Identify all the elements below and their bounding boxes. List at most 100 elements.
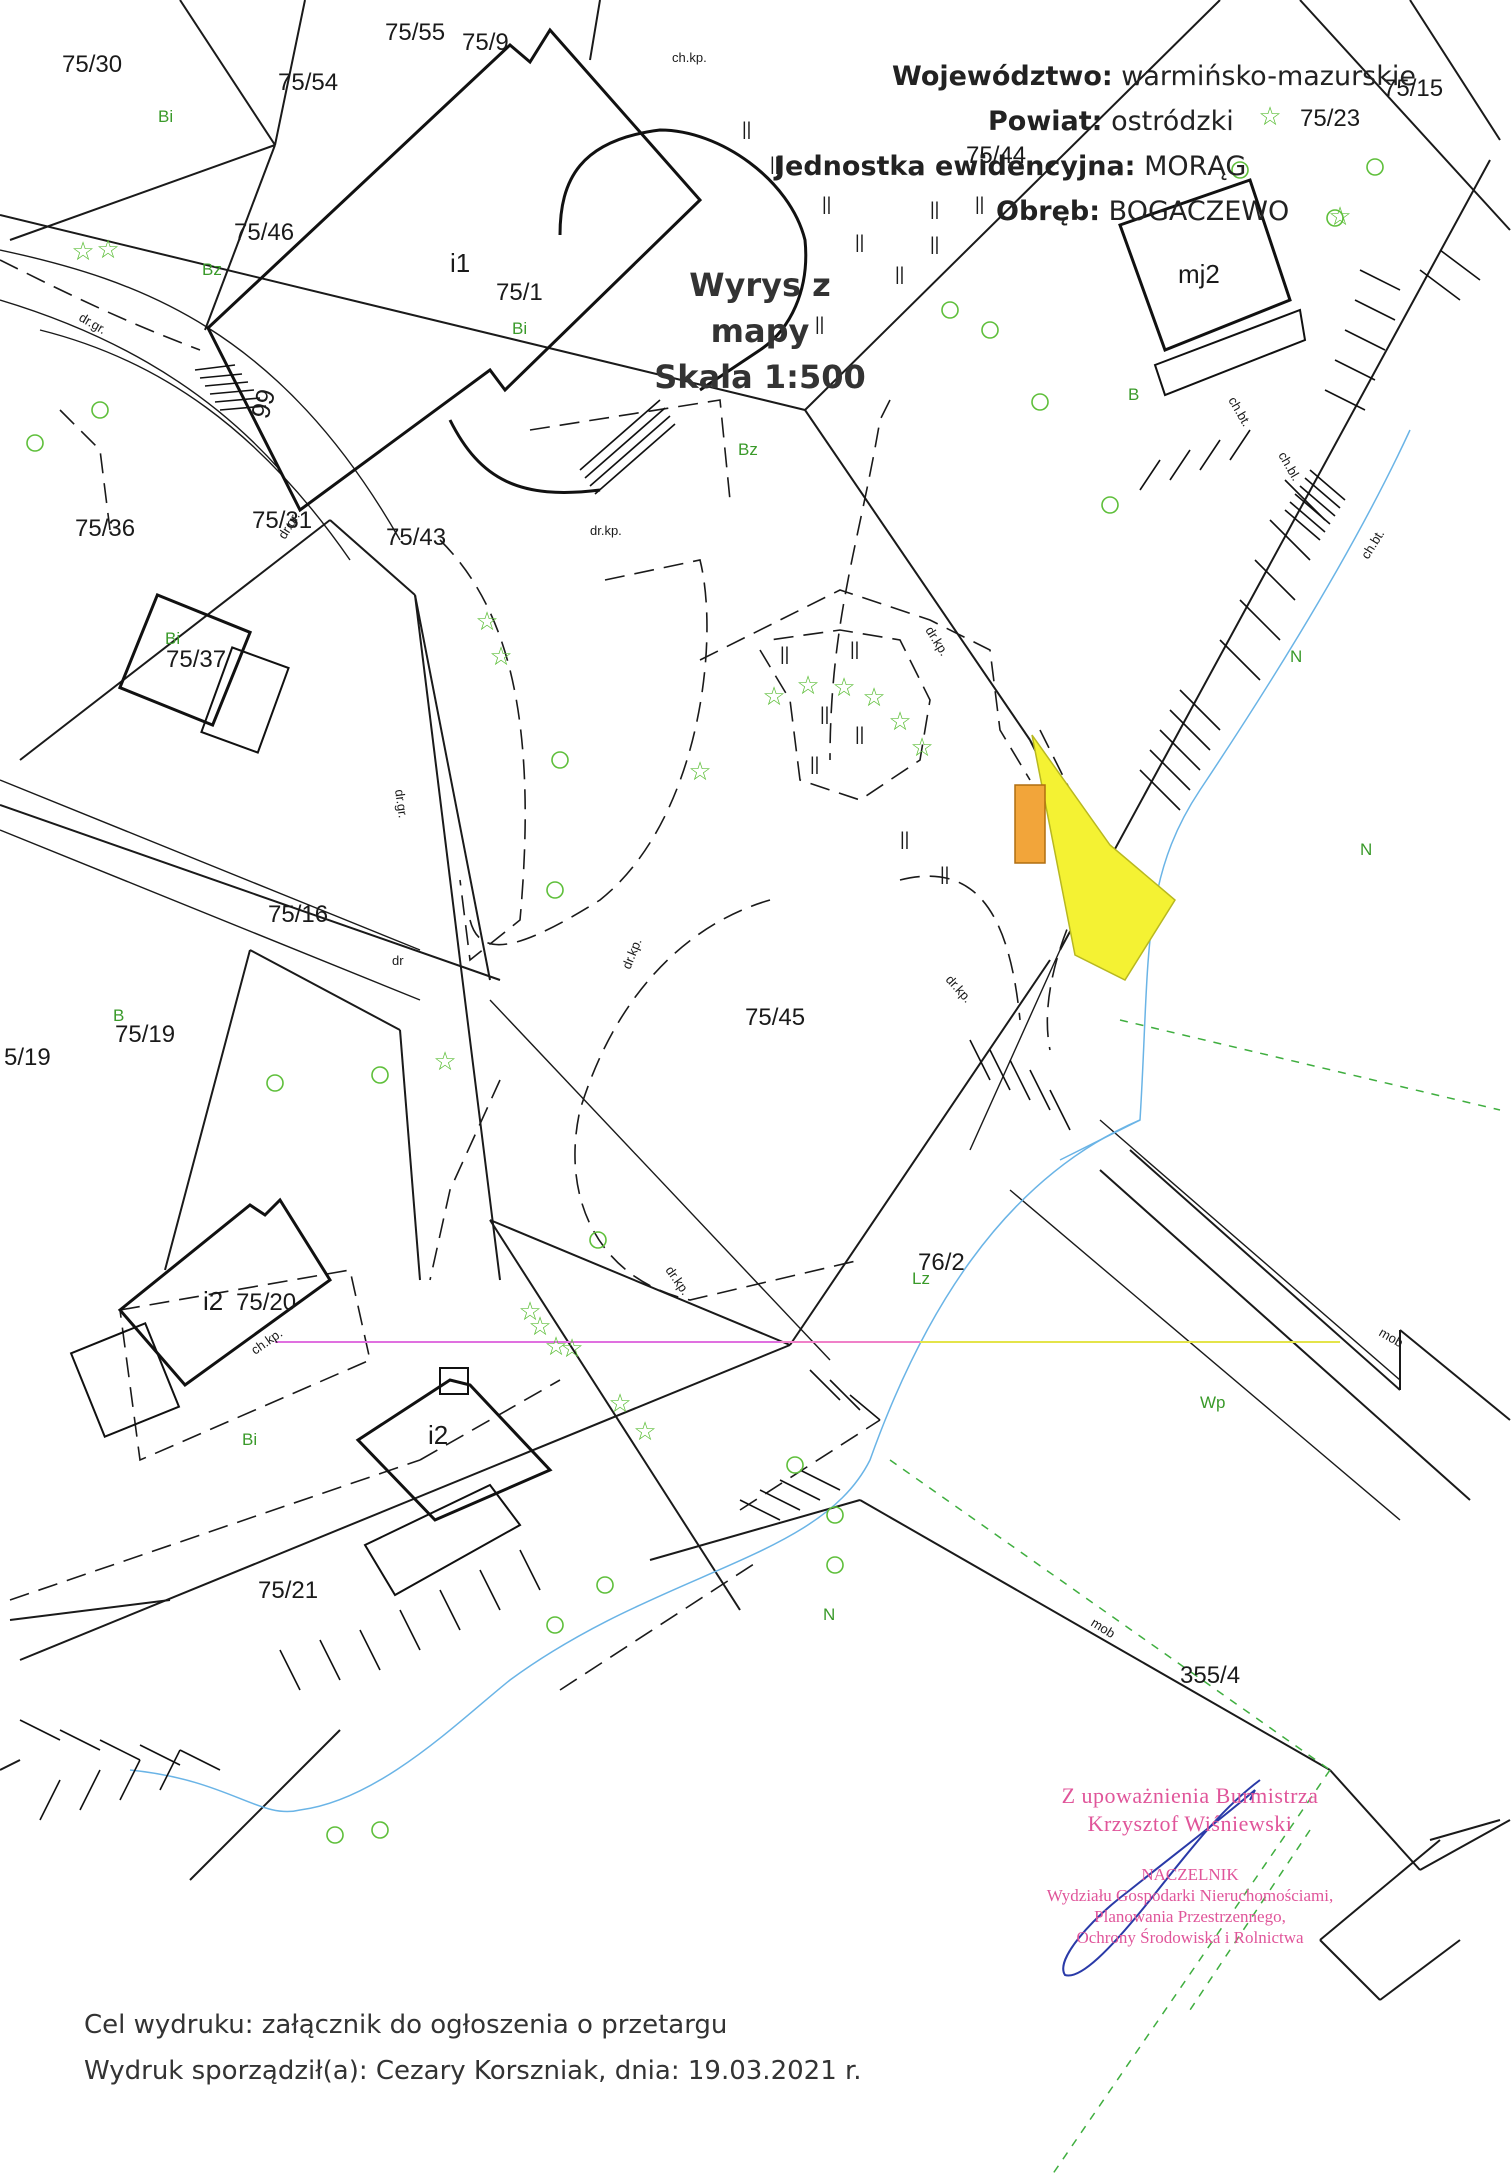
parcel-label: 355/4 bbox=[1180, 1662, 1240, 1689]
precinct-label: Obręb: bbox=[996, 196, 1101, 227]
svg-text:☆: ☆ bbox=[544, 1331, 567, 1361]
parcel-label: 75/36 bbox=[75, 515, 135, 542]
svg-text:||: || bbox=[855, 232, 864, 252]
title-line-1: Wyrys z mapy bbox=[689, 266, 831, 350]
land-use-label: N bbox=[1360, 840, 1372, 859]
land-use-label: Bz bbox=[738, 440, 758, 459]
parcel-label: 75/55 bbox=[385, 19, 445, 46]
parcel-label: 75/30 bbox=[62, 51, 122, 78]
land-use-label: B bbox=[1128, 385, 1139, 404]
road-label: dr.kp. bbox=[590, 523, 622, 538]
svg-text:☆: ☆ bbox=[832, 672, 855, 702]
land-use-label: Bi bbox=[512, 319, 527, 338]
parcel-label: 75/16 bbox=[268, 901, 328, 928]
svg-text:☆: ☆ bbox=[633, 1416, 656, 1446]
parcel-label: 75/19 bbox=[115, 1021, 175, 1048]
stamp-line-6: Ochrony Środowiska i Rolnictwa bbox=[1076, 1928, 1304, 1947]
parcel-label: 5/19 bbox=[4, 1044, 51, 1071]
land-use-label: B bbox=[113, 1006, 124, 1025]
svg-text:||: || bbox=[815, 314, 824, 334]
road-label: ch.kp. bbox=[248, 1325, 285, 1357]
road-label: ch.bt. bbox=[1358, 527, 1388, 562]
svg-text:☆: ☆ bbox=[71, 236, 94, 266]
parcel-label: 75/21 bbox=[258, 1577, 318, 1604]
unit-value: MORĄG bbox=[1144, 151, 1247, 182]
svg-text:☆: ☆ bbox=[433, 1046, 456, 1076]
land-use-label: Wp bbox=[1200, 1393, 1226, 1412]
svg-text:||: || bbox=[820, 704, 829, 724]
building-i2-lower bbox=[355, 1378, 553, 1522]
stamp-line-1: Z upoważnienia Burmistrza bbox=[1061, 1783, 1319, 1808]
voivodeship-value: warmińsko-mazurskie bbox=[1121, 61, 1416, 92]
parcel-label: 75/31 bbox=[252, 507, 312, 534]
print-prepared-by: Wydruk sporządził(a): Cezary Korszniak, … bbox=[84, 2056, 862, 2086]
road-label: dr.kp. bbox=[619, 936, 645, 971]
parcel-label: 76/2 bbox=[918, 1249, 965, 1276]
parcel-label: 75/23 bbox=[1300, 105, 1360, 132]
svg-text:☆: ☆ bbox=[560, 1333, 583, 1363]
svg-text:☆: ☆ bbox=[489, 641, 512, 671]
road-label: ch.bl. bbox=[1275, 449, 1304, 483]
building-label: 99 bbox=[245, 386, 281, 422]
svg-text:||: || bbox=[770, 154, 779, 174]
building-i2-upper bbox=[117, 1197, 333, 1388]
building-label: mj2 bbox=[1178, 259, 1220, 289]
svg-text:☆: ☆ bbox=[888, 706, 911, 736]
parcel-label: 75/43 bbox=[386, 524, 446, 551]
stamp-line-4: Wydziału Gospodarki Nieruchomościami, bbox=[1046, 1886, 1334, 1905]
highlighted-box bbox=[1014, 784, 1046, 864]
svg-text:☆: ☆ bbox=[608, 1388, 631, 1418]
land-use-label: N bbox=[1290, 647, 1302, 666]
road-label: dr.gr. bbox=[77, 310, 110, 337]
voivodeship-label: Województwo: bbox=[892, 61, 1113, 92]
svg-text:☆: ☆ bbox=[688, 756, 711, 786]
official-stamp: Z upoważnienia Burmistrza Krzysztof Wiśn… bbox=[1000, 1782, 1380, 1948]
county-label: Powiat: bbox=[988, 106, 1103, 137]
svg-text:☆: ☆ bbox=[862, 682, 885, 712]
print-footer: Cel wydruku: załącznik do ogłoszenia o p… bbox=[84, 2002, 862, 2094]
svg-text:||: || bbox=[780, 644, 789, 664]
parcel-label: 75/54 bbox=[278, 69, 338, 96]
land-use-label: Lz bbox=[912, 1269, 930, 1288]
unit-label: Jednostka ewidencyjna: bbox=[775, 151, 1136, 182]
svg-text:☆: ☆ bbox=[1328, 201, 1351, 231]
svg-text:||: || bbox=[940, 864, 949, 884]
stamp-line-3: NACZELNIK bbox=[1141, 1865, 1239, 1884]
building-75-37 bbox=[117, 592, 253, 728]
svg-text:||: || bbox=[855, 724, 864, 744]
road-label: dr.kp. bbox=[943, 972, 975, 1006]
svg-text:||: || bbox=[822, 194, 831, 214]
land-use-label: Bi bbox=[242, 1430, 257, 1449]
svg-text:☆: ☆ bbox=[528, 1311, 551, 1341]
svg-text:||: || bbox=[975, 194, 984, 214]
svg-text:||: || bbox=[850, 639, 859, 659]
road-label: ch.kp. bbox=[672, 50, 707, 65]
building-label: i2 bbox=[428, 1420, 448, 1450]
svg-text:☆: ☆ bbox=[475, 606, 498, 636]
svg-text:☆: ☆ bbox=[518, 1296, 541, 1326]
building-label: i1 bbox=[450, 248, 470, 278]
building-label: i2 bbox=[203, 1286, 223, 1316]
road-label: mob bbox=[1088, 1615, 1117, 1641]
parcel-label: 75/1 bbox=[496, 279, 543, 306]
parcel-label: 75/37 bbox=[166, 646, 226, 673]
stamp-line-2: Krzysztof Wiśniewski bbox=[1087, 1811, 1293, 1836]
land-use-label: Bi bbox=[158, 107, 173, 126]
svg-text:||: || bbox=[810, 754, 819, 774]
svg-text:☆: ☆ bbox=[762, 681, 785, 711]
svg-text:☆: ☆ bbox=[96, 234, 119, 264]
svg-text:☆: ☆ bbox=[910, 732, 933, 762]
svg-text:||: || bbox=[742, 119, 751, 139]
parcel-label: 75/46 bbox=[234, 219, 294, 246]
parcel-label: 75/45 bbox=[745, 1004, 805, 1031]
parcel-label: 75/15 bbox=[1383, 75, 1443, 102]
print-purpose: Cel wydruku: załącznik do ogłoszenia o p… bbox=[84, 2010, 728, 2040]
road-label: dr bbox=[392, 953, 404, 968]
land-use-label: Bz bbox=[202, 260, 222, 279]
road-label: mob bbox=[1377, 1325, 1406, 1351]
svg-text:☆: ☆ bbox=[796, 670, 819, 700]
signature bbox=[1062, 1779, 1261, 1977]
stamp-line-5: Planowania Przestrzennego, bbox=[1094, 1907, 1286, 1926]
svg-text:||: || bbox=[895, 264, 904, 284]
